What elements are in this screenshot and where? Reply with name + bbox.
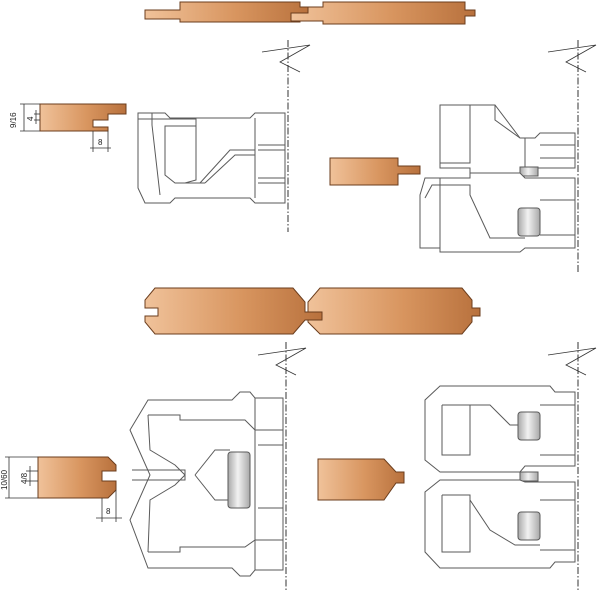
middle-board-left	[144, 287, 323, 335]
cutter-flank-left	[151, 113, 161, 196]
dim-label-thickness: 9/16	[9, 112, 18, 128]
lower-cutter-outline	[148, 539, 283, 553]
bevel-upper	[194, 449, 230, 476]
top-assembled-boards	[144, 1, 476, 25]
lower2-knife-insert	[517, 511, 541, 541]
groove-knife-outline	[138, 118, 205, 184]
center2-knife-insert	[519, 471, 539, 482]
cutter-bevel-inner	[204, 154, 255, 184]
rotation-break-mark-right	[547, 44, 597, 73]
lower-bevel-line	[424, 184, 525, 239]
rotation-break-mark	[261, 44, 311, 73]
center-knife-insert	[227, 451, 251, 509]
middle-board-right	[307, 287, 481, 335]
tongue2-cutter-lower	[424, 479, 576, 569]
section2-right-cutter	[317, 342, 597, 590]
rotation-break-mark-2-right	[547, 347, 597, 376]
profile2-board-section: 10/60 4/8 8	[0, 456, 122, 522]
upper2-knife	[441, 404, 471, 456]
dim2-label-tongue: 4/8	[20, 472, 29, 484]
double-cutter-body	[129, 391, 284, 577]
profile1-tongue-board	[329, 157, 421, 186]
center-spacer	[132, 469, 186, 481]
profile2-board	[37, 456, 117, 499]
profile1-board-section: 9/16 4 8	[9, 103, 127, 152]
section1-left-cutter	[137, 40, 311, 232]
dim2-label-thickness: 10/60	[0, 469, 9, 490]
upper-bevel-line	[494, 105, 521, 139]
lower2-knife	[441, 494, 471, 553]
lower2-bevel	[469, 499, 540, 546]
small-knife-insert	[519, 166, 539, 177]
upper2-knife-insert	[517, 411, 541, 441]
profile2-tongue-board	[317, 458, 405, 501]
cutter-bevel	[199, 149, 255, 184]
middle-assembled-boards	[144, 287, 481, 335]
upper-knife-line	[440, 105, 471, 164]
section1-right-cutter	[329, 40, 597, 272]
upper-cutter-outline	[148, 414, 283, 431]
rotation-break-mark-2	[257, 347, 307, 376]
dim-label-depth: 8	[98, 138, 103, 147]
groove-knife-inner	[184, 126, 197, 184]
groove-cutter-body	[137, 112, 286, 204]
profile1-board	[39, 103, 127, 132]
bevel-lower	[194, 474, 230, 501]
large-knife-insert	[517, 207, 541, 237]
tongue2-cutter-upper	[424, 385, 576, 473]
top-board-left	[144, 1, 311, 23]
dim-label-tongue: 4	[26, 116, 35, 121]
dim2-label-depth: 8	[106, 507, 111, 516]
section2-left-cutter	[129, 342, 307, 590]
top-board-right	[290, 1, 476, 25]
